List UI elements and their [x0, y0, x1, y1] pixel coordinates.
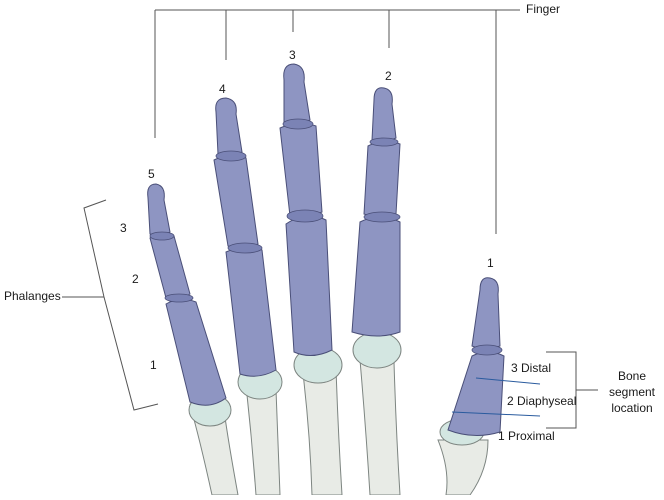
- finger-4-middle: [213, 154, 259, 249]
- finger-5-distal: [147, 183, 171, 237]
- finger-number-5: 5: [148, 167, 155, 181]
- finger-4-proximal: [225, 246, 277, 377]
- metacarpal-head-2: [352, 331, 402, 369]
- finger-4-distal: [215, 97, 243, 157]
- phalanx-bones: [147, 63, 505, 436]
- finger-number-4: 4: [219, 82, 226, 96]
- finger-bracket: [154, 9, 520, 234]
- proximal-segment-line: [451, 411, 541, 417]
- bone-segment-location-line-1: Bone: [617, 369, 647, 383]
- finger-3-distal: [283, 63, 311, 125]
- phalanx-number-1: 1: [150, 358, 157, 372]
- finger-5-middle: [149, 233, 191, 300]
- metacarpal-4: [245, 384, 281, 496]
- finger-label: Finger: [526, 2, 561, 16]
- finger-2-distal: [371, 87, 397, 143]
- distal-segment-line: [475, 377, 541, 385]
- finger-2-middle: [363, 140, 401, 218]
- bone-segment-location-line-3: location: [611, 401, 653, 415]
- finger-number-1: 1: [487, 256, 494, 270]
- metacarpal-2: [359, 359, 401, 496]
- phalanx-number-3: 3: [120, 221, 127, 235]
- segment-lines: [451, 377, 541, 417]
- metacarpal-3: [301, 364, 343, 496]
- finger-3-proximal: [285, 215, 333, 356]
- finger-2-proximal: [351, 216, 401, 337]
- segment-diaphyseal-label: 2 Diaphyseal: [507, 394, 577, 408]
- finger-number-2: 2: [385, 69, 392, 83]
- phalanx-number-2: 2: [132, 272, 139, 286]
- segment-bracket: [546, 351, 598, 429]
- metacarpal-1: [437, 439, 489, 496]
- thumb-distal: [471, 277, 501, 350]
- finger-3-middle: [279, 122, 323, 218]
- bone-segment-location-line-2: segment: [608, 385, 656, 399]
- segment-proximal-label: 1 Proximal: [498, 429, 555, 443]
- finger-5-proximal: [165, 298, 227, 406]
- phalanges-label: Phalanges: [4, 289, 61, 303]
- segment-distal-label: 3 Distal: [511, 361, 552, 375]
- thumb-proximal: [447, 351, 505, 436]
- phalanges-bracket: [62, 199, 159, 411]
- finger-number-3: 3: [289, 48, 296, 62]
- joint-bands: [149, 118, 503, 356]
